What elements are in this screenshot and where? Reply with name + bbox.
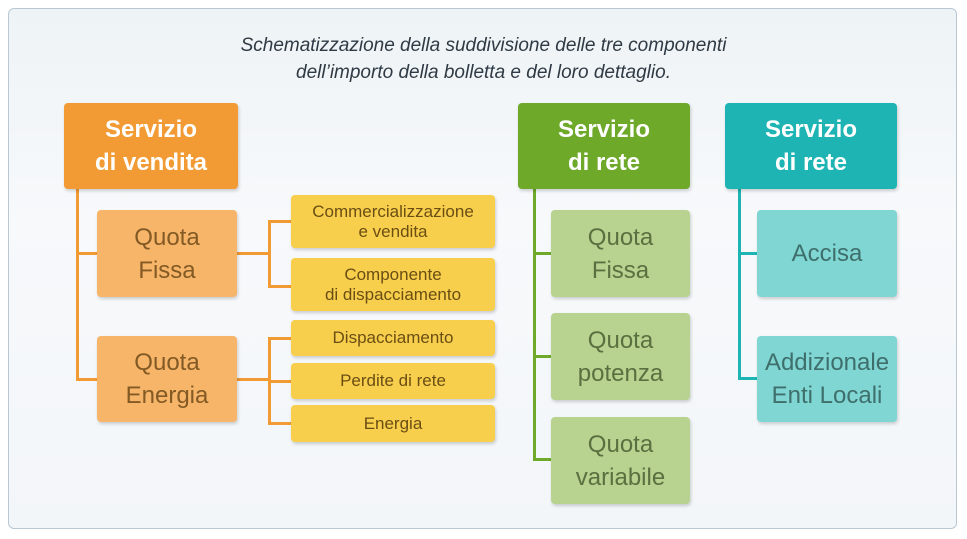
connector-energia-item3	[268, 422, 292, 425]
rete2-item-2-label: Addizionale Enti Locali	[764, 349, 890, 409]
rete2-item-2: Addizionale Enti Locali	[757, 336, 897, 422]
connector-rete2-trunk	[738, 188, 741, 380]
vendita-quota-energia-label: Quota Energia	[125, 349, 209, 409]
connector-energia-item1	[268, 337, 292, 340]
rete2-header: Servizio di rete	[725, 103, 897, 189]
connector-rete-item1	[533, 252, 551, 255]
vendita-fissa-item-1-label: Commercializzazione e vendita	[312, 201, 474, 241]
rete-item-2-label: Quota potenza	[577, 326, 664, 387]
connector-fissa-item1	[268, 220, 292, 223]
connector-rete-item2	[533, 355, 551, 358]
rete2-item-1-label: Accisa	[791, 240, 863, 267]
vendita-header: Servizio di vendita	[64, 103, 238, 189]
connector-fissa-trunk	[268, 220, 271, 287]
connector-rete-item3	[533, 458, 551, 461]
vendita-energia-item-2: Perdite di rete	[291, 363, 495, 399]
connector-energia-item2	[268, 380, 292, 383]
connector-fissa-branch	[237, 252, 270, 255]
rete-header: Servizio di rete	[518, 103, 690, 189]
vendita-energia-item-1: Dispacciamento	[291, 320, 495, 356]
vendita-energia-item-2-label: Perdite di rete	[340, 371, 446, 390]
connector-energia-branch	[237, 378, 270, 381]
rete-header-label: Servizio di rete	[557, 116, 651, 176]
connector-fissa-item2	[268, 285, 292, 288]
connector-rete2-item1	[738, 252, 758, 255]
connector-vendita-trunk	[76, 188, 79, 381]
vendita-energia-item-1-label: Dispacciamento	[332, 328, 454, 347]
vendita-fissa-item-1: Commercializzazione e vendita	[291, 195, 495, 248]
vendita-header-label: Servizio di vendita	[94, 116, 208, 176]
rete-item-1-label: Quota Fissa	[587, 223, 654, 284]
rete-item-3: Quota variabile	[551, 417, 690, 504]
caption-line-2: dell’importo della bolletta e del loro d…	[296, 62, 671, 83]
vendita-quota-fissa: Quota Fissa	[97, 210, 237, 297]
vendita-quota-fissa-label: Quota Fissa	[134, 223, 200, 284]
connector-vendita-to-fissa	[76, 252, 98, 255]
vendita-fissa-item-2-label: Componente di dispacciamento	[324, 264, 462, 304]
vendita-energia-item-3: Energia	[291, 405, 495, 442]
rete2-header-label: Servizio di rete	[764, 116, 858, 176]
rete-item-2: Quota potenza	[551, 313, 690, 400]
connector-vendita-to-energia	[76, 378, 98, 381]
vendita-fissa-item-2: Componente di dispacciamento	[291, 258, 495, 311]
caption-line-1: Schematizzazione della suddivisione dell…	[240, 35, 727, 56]
rete-item-3-label: Quota variabile	[575, 430, 666, 491]
vendita-energia-item-3-label: Energia	[363, 413, 423, 433]
connector-rete-trunk	[533, 188, 536, 461]
rete-item-1: Quota Fissa	[551, 210, 690, 297]
connector-rete2-item2	[738, 377, 758, 380]
vendita-quota-energia: Quota Energia	[97, 336, 237, 422]
rete2-item-1: Accisa	[757, 210, 897, 297]
diagram-caption: Schematizzazione della suddivisione dell…	[0, 32, 967, 86]
